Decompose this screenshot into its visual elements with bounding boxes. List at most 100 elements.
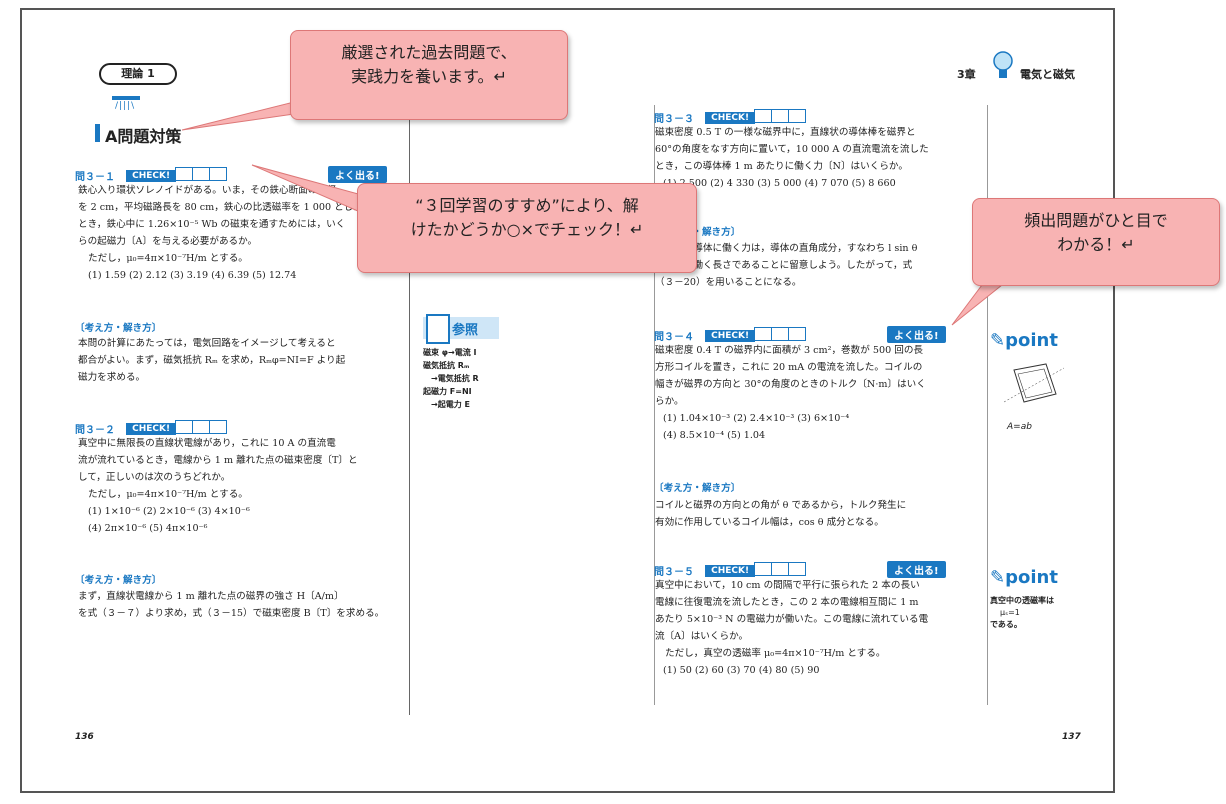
question-label: 問３－２	[75, 425, 115, 436]
solution-title: 〔考え方・解き方〕	[75, 323, 162, 334]
answer-choices: (1) 1×10⁻⁶ (2) 2×10⁻⁶ (3) 4×10⁻⁶	[88, 506, 250, 517]
question-label: 問３－１	[75, 172, 115, 183]
section-heading: A問題対策	[105, 127, 182, 146]
chapter-title: 電気と磁気	[1020, 68, 1075, 81]
question-label: 問３－４	[654, 332, 694, 343]
point-label: point	[1005, 330, 1058, 351]
text-line: 磁束密度 0.4 T の磁界内に面積が 3 cm²，巻数が 500 回の長	[655, 345, 924, 356]
solution-title: 〔考え方・解き方〕	[654, 227, 741, 238]
reference-item: →電気抵抗 R	[423, 374, 479, 383]
book-spread: 理論 1 /|||\ A問題対策 問３－１ CHECK! よく出る! 鉄心入り環…	[20, 8, 1220, 793]
check-boxes[interactable]	[754, 561, 807, 580]
reference-title: 参照	[452, 323, 479, 338]
text-line: まず，直線状電線から 1 m 離れた点の磁界の強さ H〔A/m〕	[78, 591, 344, 602]
answer-choices: (1) 1.04×10⁻³ (2) 2.4×10⁻³ (3) 6×10⁻⁴	[663, 413, 850, 424]
callout-frequent-questions: 頻出問題がひと目で わかる！↵	[972, 198, 1220, 286]
reference-item: 磁束 φ→電流 I	[423, 348, 477, 357]
text-line: 磁界中の導体に働く力は，導体の直角成分，すなわち l sin θ	[655, 243, 918, 254]
answer-choices: (1) 2 500 (2) 4 330 (3) 5 000 (4) 7 070 …	[663, 178, 896, 189]
lightbulb-icon	[993, 51, 1013, 78]
solution-title: 〔考え方・解き方〕	[75, 575, 162, 586]
text-line: あたり 5×10⁻³ N の電磁力が働いた。この電線に流れている電	[655, 614, 929, 625]
callout-three-times-study: “３回学習のすすめ”により、解 けたかどうか○×でチェック！↵	[357, 183, 697, 273]
question-3-5-text: 真空中において，10 cm の間隔で平行に張られた 2 本の長い 電線に往復電流…	[655, 577, 977, 679]
question-3-3-text: 磁束密度 0.5 T の一様な磁界中に，直線状の導体棒を磁界と 60°の角度をな…	[655, 124, 977, 192]
text-line: 電線に往復電流を流したとき，この 2 本の電線相互間に 1 m	[655, 597, 919, 608]
text-line: 磁束密度 0.5 T の一様な磁界中に，直線状の導体棒を磁界と	[655, 127, 916, 138]
answer-choices: (1) 1.59 (2) 2.12 (3) 3.19 (4) 6.39 (5) …	[88, 270, 297, 281]
frequent-badge: よく出る!	[328, 166, 387, 183]
check-boxes[interactable]	[754, 108, 807, 127]
check-label: CHECK!	[126, 169, 177, 182]
reference-item: 起磁力 F=NI	[423, 387, 472, 396]
solution-3-text: 磁界中の導体に働く力は，導体の直角成分，すなわち l sin θ が有効に働く長…	[655, 240, 977, 291]
text-line: 幅きが磁界の方向と 30°の角度のときのトルク〔N·m〕はいく	[655, 379, 926, 390]
answer-choices: (4) 2π×10⁻⁶ (5) 4π×10⁻⁶	[88, 523, 208, 534]
question-3-4-text: 磁束密度 0.4 T の磁界内に面積が 3 cm²，巻数が 500 回の長 方形…	[655, 342, 977, 444]
text-line: （３－20）を用いることになる。	[655, 277, 802, 288]
text-line: 磁力を求める。	[78, 372, 146, 383]
document-icon	[426, 314, 450, 344]
check-boxes[interactable]	[754, 326, 807, 345]
check-boxes[interactable]	[175, 419, 228, 438]
reference-item: 磁気抵抗 Rₘ	[423, 361, 470, 370]
spine-divider	[409, 105, 410, 715]
question-3-4: 問３－４ CHECK!	[654, 325, 974, 345]
text-line: らの起磁力〔A〕を与える必要があるか。	[78, 236, 258, 247]
reference-item: →起電力 E	[423, 400, 470, 409]
solution-1-text: 本問の計算にあたっては，電気回路をイメージして考えると 都合がよい。まず，磁気抵…	[78, 335, 396, 386]
text-line: 流〔A〕はいくらか。	[655, 631, 749, 642]
text-line: を式（３－７）より求め，式（３－15）で磁束密度 B〔T〕を求める。	[78, 608, 385, 619]
check-label: CHECK!	[705, 329, 756, 342]
text-line: 鉄心入り環状ソレノイドがある。いま，その鉄心断面の半径	[78, 185, 337, 196]
answer-choices: (1) 50 (2) 60 (3) 70 (4) 80 (5) 90	[663, 665, 820, 676]
callout-past-exams: 厳選された過去問題で、 実践力を養います。↵	[290, 30, 568, 120]
lamp-icon	[112, 96, 140, 100]
text-line: 都合がよい。まず，磁気抵抗 Rₘ を求め，Rₘφ=NI=F より起	[78, 355, 346, 366]
text-line: 真空中において，10 cm の間隔で平行に張られた 2 本の長い	[655, 580, 920, 591]
question-3-1-text: 鉄心入り環状ソレノイドがある。いま，その鉄心断面の半径 を 2 cm，平均磁路長…	[78, 182, 396, 284]
text-line: 真空中に無限長の直線状電線があり，これに 10 A の直流電	[78, 438, 336, 449]
column-divider	[654, 105, 655, 705]
check-label: CHECK!	[126, 422, 177, 435]
check-label: CHECK!	[705, 111, 756, 124]
text-line: μₛ=1	[1000, 608, 1020, 617]
theory-tag: 理論 1	[99, 63, 177, 85]
text-line: して，正しいのは次のうちどれか。	[78, 472, 231, 483]
question-3-1: 問３－１ CHECK!	[75, 165, 395, 185]
text-line: が有効に働く長さであることに留意しよう。したがって，式	[655, 260, 913, 271]
page-number-right: 137	[1062, 732, 1081, 742]
text-line: である。	[990, 620, 1022, 629]
check-label: CHECK!	[705, 564, 756, 577]
solution-2-text: まず，直線状電線から 1 m 離れた点の磁界の強さ H〔A/m〕 を式（３－７）…	[78, 588, 398, 622]
point-note: 真空中の透磁率は μₛ=1 である。	[990, 595, 1054, 631]
question-3-5: 問３－５ CHECK!	[654, 560, 974, 580]
solution-4-text: コイルと磁界の方向との角が θ であるから，トルク発生に 有効に作用しているコイ…	[655, 497, 977, 531]
pen-icon: ✎	[990, 567, 1006, 588]
text-line: 本問の計算にあたっては，電気回路をイメージして考えると	[78, 338, 336, 349]
text-line: とき，鉄心中に 1.26×10⁻⁵ Wb の磁束を通すためには，いく	[78, 219, 346, 230]
callout-pointers	[181, 99, 1004, 326]
reference-list: 磁束 φ→電流 I 磁気抵抗 Rₘ →電気抵抗 R 起磁力 F=NI →起電力 …	[423, 346, 479, 411]
frequent-badge: よく出る!	[887, 561, 946, 578]
question-3-2-text: 真空中に無限長の直線状電線があり，これに 10 A の直流電 流が流れているとき…	[78, 435, 396, 537]
text-line: 方形コイルを置き，これに 20 mA の電流を流した。コイルの	[655, 362, 923, 373]
question-label: 問３－５	[654, 567, 694, 578]
text-line: ただし，真空の透磁率 μ₀=4π×10⁻⁷H/m とする。	[665, 648, 886, 659]
question-label: 問３－３	[654, 114, 694, 125]
point-title: ✎point	[990, 330, 1058, 351]
page-number-left: 136	[75, 732, 94, 742]
solution-title: 〔考え方・解き方〕	[654, 483, 741, 494]
text-line: 真空中の透磁率は	[990, 596, 1054, 605]
question-3-3: 問３－３ CHECK!	[654, 107, 974, 127]
lamp-rays-icon: /|||\	[115, 101, 136, 111]
text-line: 有効に作用しているコイル幅は，cos θ 成分となる。	[655, 517, 884, 528]
check-boxes[interactable]	[175, 166, 228, 185]
heading-marker	[95, 124, 100, 142]
text-line: らか。	[655, 396, 684, 407]
text-line: を 2 cm，平均磁路長を 80 cm，鉄心の比透磁率を 1 000 とした	[78, 202, 363, 213]
chapter-number: 3章	[957, 68, 976, 81]
frequent-badge: よく出る!	[887, 326, 946, 343]
point-title: ✎point	[990, 567, 1058, 588]
text-line: コイルと磁界の方向との角が θ であるから，トルク発生に	[655, 500, 907, 511]
